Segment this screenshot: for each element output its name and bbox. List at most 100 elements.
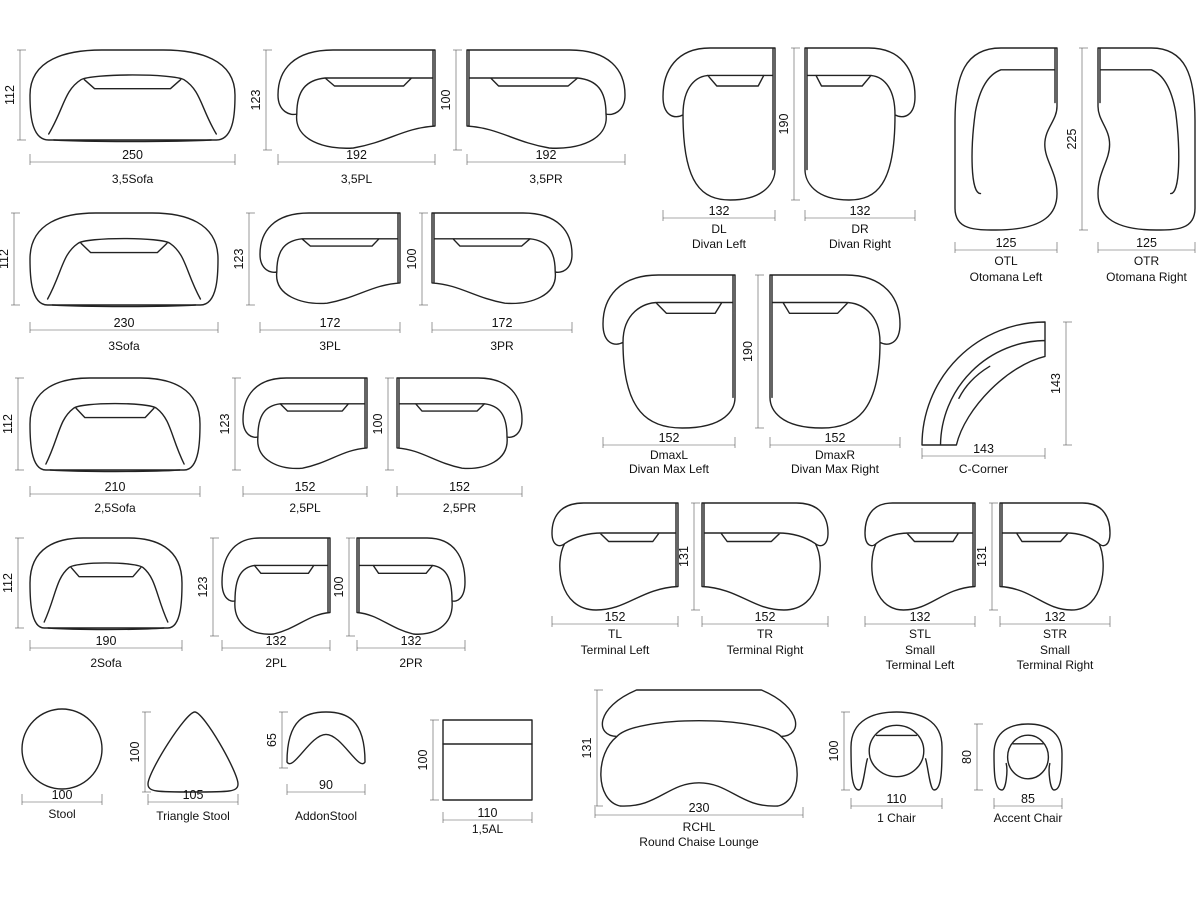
str-name-label: Terminal Right — [1017, 658, 1094, 672]
pl25-depth-label: 123 — [218, 414, 232, 435]
s25-name-label: 2,5Sofa — [94, 501, 136, 515]
pr25-width-label: 152 — [449, 480, 470, 494]
tl-name-label: TL — [608, 627, 622, 641]
otl-outline — [954, 47, 1058, 231]
pr2-width-label: 132 — [401, 634, 422, 648]
accent-width-label: 85 — [1021, 792, 1035, 806]
s2-depth-label: 112 — [1, 573, 15, 593]
dmaxl-name-label: Divan Max Left — [629, 462, 710, 476]
s3-depth-label: 112 — [0, 249, 11, 269]
stl-outline — [864, 502, 976, 611]
stool-name-label: Stool — [48, 807, 75, 821]
dmaxl-outline — [602, 274, 736, 429]
dl-name-label: Divan Left — [692, 237, 747, 251]
otl-width-label: 125 — [996, 236, 1017, 250]
rchl-name-label: RCHL — [683, 820, 716, 834]
otl-name-label: Otomana Left — [970, 270, 1043, 284]
module-pr3: 172 100 3PR — [405, 212, 573, 353]
chair1-name-label: 1 Chair — [877, 811, 916, 825]
tl-width-label: 152 — [605, 610, 626, 624]
pr3-name-label: 3PR — [490, 339, 514, 353]
stl-name-label: Terminal Left — [886, 658, 955, 672]
pr3-width-label: 172 — [492, 316, 513, 330]
al15-outline — [442, 719, 533, 801]
ccorner-name-label: C-Corner — [959, 462, 1008, 476]
al15-depth-label: 100 — [416, 750, 430, 771]
pr2-outline — [356, 537, 466, 635]
accent-depth-label: 80 — [960, 750, 974, 764]
pr35-outline — [466, 49, 626, 149]
rchl-outline — [600, 689, 798, 807]
pl2-width-label: 132 — [266, 634, 287, 648]
dr-name-label: DR — [851, 222, 869, 236]
dl-width-label: 132 — [709, 204, 730, 218]
tstool-outline — [147, 711, 239, 793]
dmaxr-name-label: DmaxR — [815, 448, 855, 462]
ccorner-width-label: 143 — [973, 442, 994, 456]
stl-name-label: Small — [905, 643, 935, 657]
stool-outline — [21, 708, 103, 790]
tr-name-label: Terminal Right — [727, 643, 804, 657]
tr-width-label: 152 — [755, 610, 776, 624]
s35-width-label: 250 — [122, 148, 143, 162]
otr-depth-label: 225 — [1065, 129, 1079, 150]
pl3-name-label: 3PL — [319, 339, 341, 353]
pr3-depth-label: 100 — [405, 249, 419, 270]
otl-name-label: OTL — [994, 254, 1018, 268]
rchl-depth-label: 131 — [580, 738, 594, 759]
dmaxl-name-label: DmaxL — [650, 448, 688, 462]
dl-outline — [662, 47, 776, 201]
dmaxr-outline — [769, 274, 901, 429]
dr-depth-label: 190 — [777, 114, 791, 135]
pl25-name-label: 2,5PL — [289, 501, 321, 515]
s35-depth-label: 112 — [3, 85, 17, 105]
stool-width-label: 100 — [52, 788, 73, 802]
pr25-name-label: 2,5PR — [443, 501, 477, 515]
stl-width-label: 132 — [910, 610, 931, 624]
pl3-depth-label: 123 — [232, 249, 246, 270]
pl2-outline — [221, 537, 331, 635]
otr-width-label: 125 — [1136, 236, 1157, 250]
rchl-width-label: 230 — [689, 801, 710, 815]
s25-depth-label: 112 — [1, 414, 15, 434]
tl-outline — [551, 502, 679, 611]
chair1-depth-label: 100 — [827, 741, 841, 762]
dmaxr-width-label: 152 — [825, 431, 846, 445]
s25-outline — [29, 377, 201, 473]
tstool-depth-label: 100 — [128, 742, 142, 763]
s35-outline — [29, 49, 236, 143]
tstool-width-label: 105 — [183, 788, 204, 802]
pl35-name-label: 3,5PL — [341, 172, 373, 186]
chair1-outline — [850, 711, 943, 791]
module-pr25: 152 100 2,5PR — [371, 377, 523, 515]
str-outline — [999, 502, 1111, 611]
otr-outline — [1097, 47, 1196, 231]
pr35-name-label: 3,5PR — [529, 172, 563, 186]
dr-name-label: Divan Right — [829, 237, 892, 251]
dmaxr-name-label: Divan Max Right — [791, 462, 880, 476]
pl25-width-label: 152 — [295, 480, 316, 494]
addon-outline — [286, 711, 366, 765]
str-name-label: Small — [1040, 643, 1070, 657]
dr-width-label: 132 — [850, 204, 871, 218]
dr-outline — [804, 47, 916, 201]
str-width-label: 132 — [1045, 610, 1066, 624]
pr25-outline — [396, 377, 523, 470]
tr-name-label: TR — [757, 627, 773, 641]
pr25-depth-label: 100 — [371, 414, 385, 435]
dmaxl-width-label: 152 — [659, 431, 680, 445]
